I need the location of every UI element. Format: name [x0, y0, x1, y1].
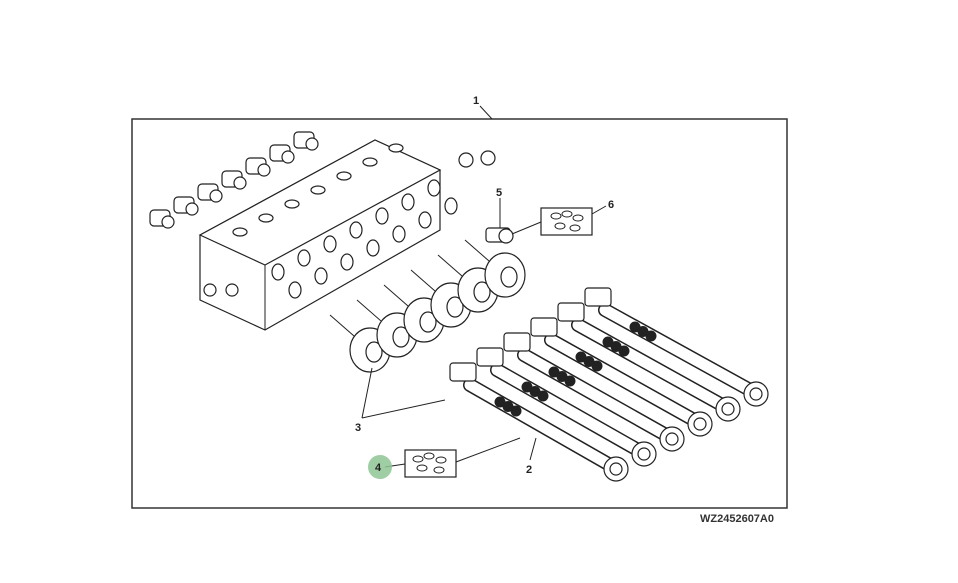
port: [401, 193, 415, 211]
connector: [584, 287, 612, 307]
o-ring-kit-4: [384, 437, 521, 478]
port: [375, 207, 389, 225]
port: [427, 179, 441, 197]
top-port: [388, 143, 404, 153]
port: [323, 235, 337, 253]
figure-id: WZ2452607A0: [700, 513, 774, 525]
leader-3b: [361, 399, 446, 419]
callout-3[interactable]: 3: [355, 422, 361, 434]
leader-1: [479, 105, 493, 120]
plug-fitting: [458, 152, 474, 168]
top-port: [310, 185, 326, 195]
port: [418, 211, 432, 229]
plug-fittings: [149, 131, 496, 229]
plug-fitting: [480, 150, 496, 166]
leader-2: [529, 437, 537, 461]
port: [271, 263, 285, 281]
connector: [476, 347, 504, 367]
valve-manifold-block: [198, 139, 458, 331]
solenoid-valves: [329, 239, 769, 482]
port: [288, 281, 302, 299]
connector: [530, 317, 558, 337]
port: [340, 253, 354, 271]
top-port: [336, 171, 352, 181]
connector: [449, 362, 477, 382]
port: [314, 267, 328, 285]
callout-4-highlight[interactable]: [368, 455, 392, 479]
port: [444, 197, 458, 215]
leader-3a: [361, 367, 373, 419]
callout-5[interactable]: 5: [496, 187, 502, 199]
port: [366, 239, 380, 257]
callout-1[interactable]: 1: [473, 95, 479, 107]
port: [297, 249, 311, 267]
diagram-frame: [131, 118, 788, 509]
connector: [557, 302, 585, 322]
port: [349, 221, 363, 239]
callout-4[interactable]: 4: [375, 462, 382, 474]
callout-6[interactable]: 6: [608, 199, 614, 211]
top-port: [232, 227, 248, 237]
top-port: [284, 199, 300, 209]
part-5-fitting: [485, 198, 514, 244]
port: [392, 225, 406, 243]
top-port: [362, 157, 378, 167]
callout-2[interactable]: 2: [526, 464, 532, 476]
top-port: [258, 213, 274, 223]
o-ring-kit-6: [511, 205, 607, 236]
connector: [503, 332, 531, 352]
